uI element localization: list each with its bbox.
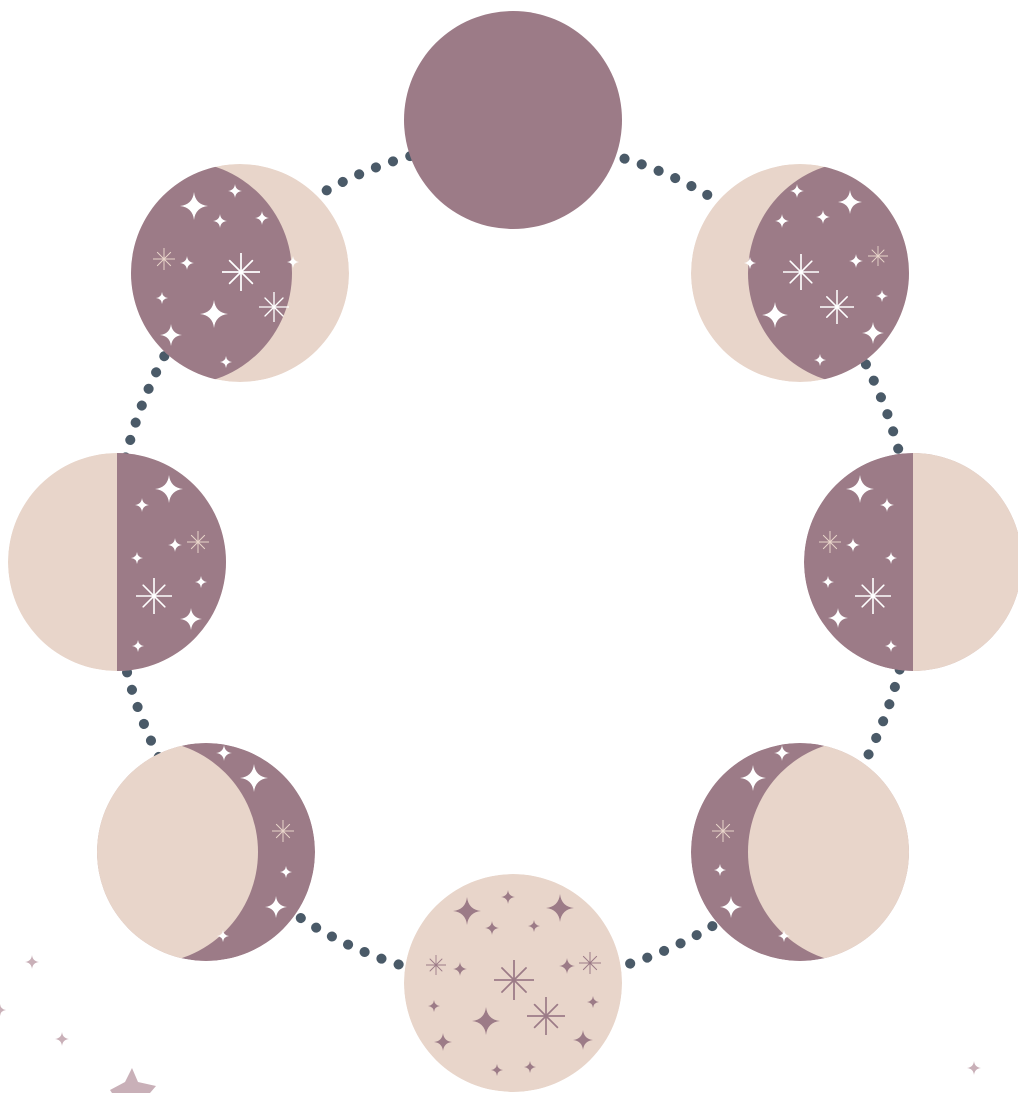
last-quarter-moon [8,440,237,690]
waning-crescent-moon [68,161,349,385]
first-quarter-moon [804,440,1018,690]
waning-gibbous-moon [34,740,315,964]
full-moon [404,874,622,1092]
waxing-crescent-moon [691,161,972,385]
waxing-gibbous-moon [691,740,972,964]
new-moon [404,11,622,229]
